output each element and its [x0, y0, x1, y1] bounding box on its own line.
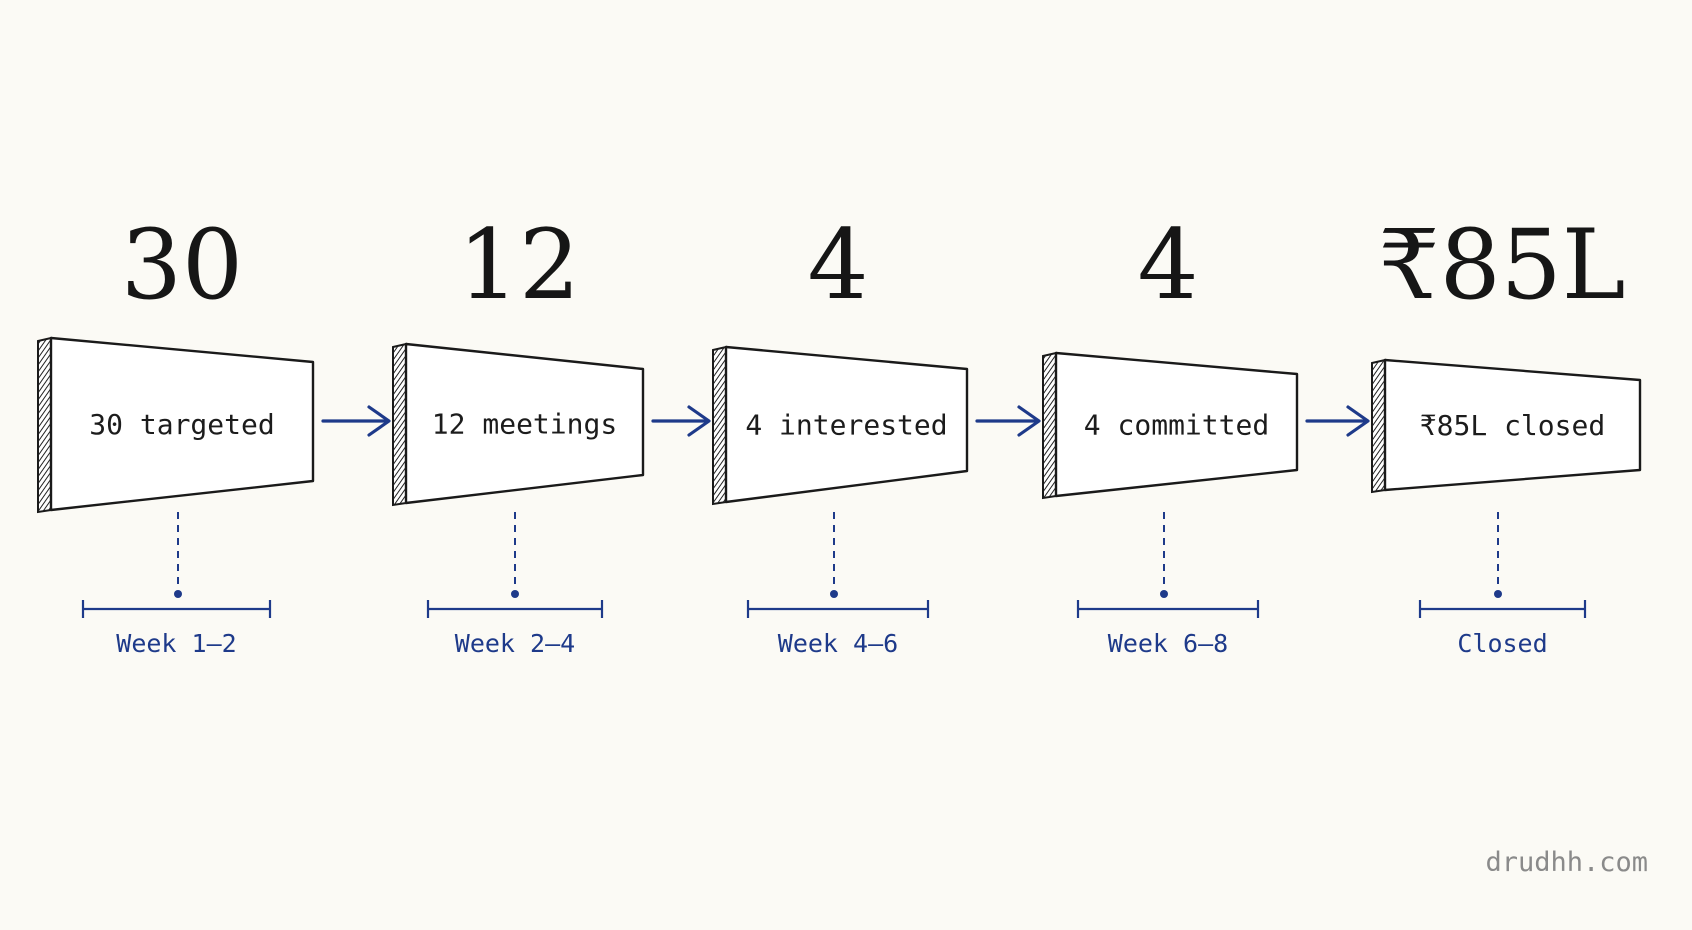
arrow-head — [1346, 405, 1370, 437]
arrow-right-icon — [651, 405, 711, 437]
stage-period: Week 4–6 — [778, 629, 898, 658]
stage-box-edge — [392, 342, 407, 507]
stage-period: Closed — [1457, 629, 1547, 658]
arrow-right-icon — [321, 405, 391, 437]
stage-box — [1383, 358, 1642, 492]
stage-box — [49, 336, 315, 512]
stage-value: ₹85L — [1379, 209, 1626, 321]
stage-box-edge — [712, 345, 727, 506]
stage-label: 30 targeted — [89, 408, 274, 441]
connector-dot — [174, 590, 182, 598]
stage-period: Week 6–8 — [1108, 629, 1228, 658]
connector-dot — [511, 590, 519, 598]
stage-box-edge — [1371, 358, 1386, 494]
arrow-right-icon — [975, 405, 1041, 437]
stage-value: 4 — [807, 209, 868, 321]
stage-box — [724, 345, 969, 504]
stage-label: 12 meetings — [432, 408, 617, 441]
connector-dot — [1494, 590, 1502, 598]
arrow-head — [367, 405, 391, 437]
stage-value: 12 — [458, 209, 580, 321]
watermark-text: drudhh.com — [1485, 847, 1648, 878]
stage-label: 4 committed — [1084, 409, 1269, 442]
stage-period: Week 1–2 — [116, 629, 236, 658]
stage-value: 30 — [121, 209, 243, 321]
connector-dot — [830, 590, 838, 598]
stage-box — [404, 342, 645, 505]
stage-box-edge — [1042, 351, 1057, 500]
arrow-head — [687, 405, 711, 437]
stage-box-edge — [37, 336, 52, 514]
connector-dot — [1160, 590, 1168, 598]
stage-value: 4 — [1137, 209, 1198, 321]
stage-box — [1054, 351, 1299, 498]
arrow-head — [1017, 405, 1041, 437]
stage-period: Week 2–4 — [455, 629, 575, 658]
stage-label: 4 interested — [745, 409, 947, 442]
arrow-right-icon — [1305, 405, 1370, 437]
stage-label: ₹85L closed — [1420, 409, 1605, 442]
